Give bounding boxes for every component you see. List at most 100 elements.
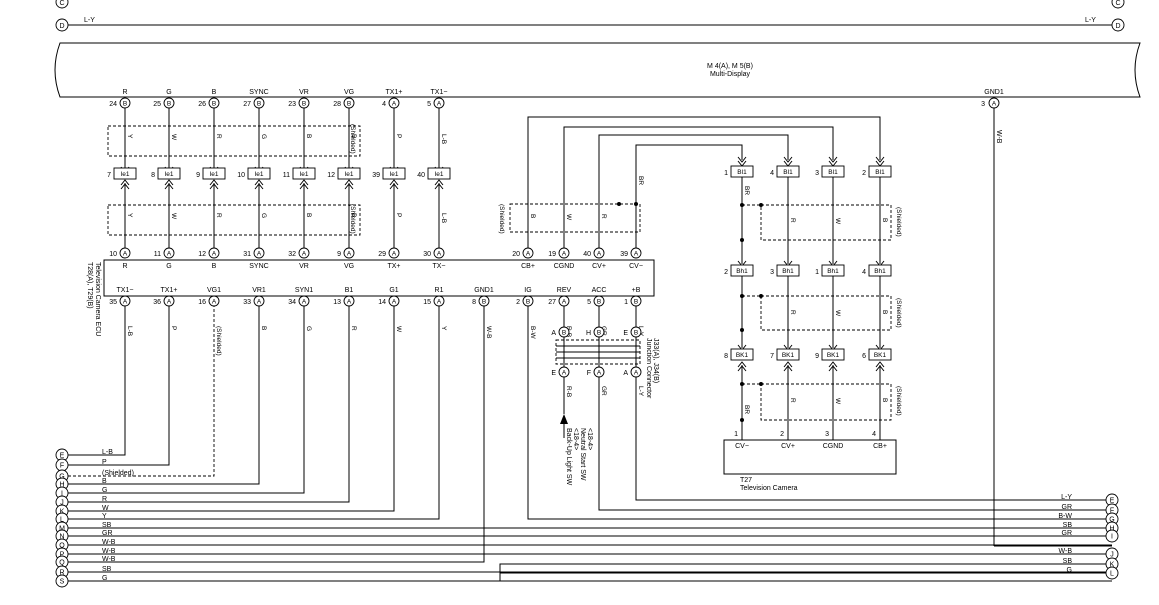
bk-connector-box <box>821 348 845 361</box>
bh-label: Bh1 <box>827 268 839 275</box>
top-connectors: C C D D L-Y L-Y <box>55 0 1125 32</box>
pin-connector-letter: A <box>257 251 262 258</box>
connector-letter: O <box>59 543 65 550</box>
wire-color: B <box>260 326 267 330</box>
pin-connector-letter: A <box>167 251 172 258</box>
ecu-pin-number: 39 <box>620 251 628 258</box>
wire-color: B <box>350 213 357 217</box>
bk-pin-number: 9 <box>815 353 819 360</box>
wire-color: G <box>1067 567 1072 574</box>
wire-color: R <box>600 214 607 219</box>
bl-label: Bl1 <box>783 169 793 176</box>
connector-letter: M <box>59 526 65 533</box>
connector-letter: F <box>1110 508 1114 515</box>
wire-color: W-B <box>102 548 116 555</box>
wire-color: P <box>170 326 177 330</box>
ecu-pin-number: 20 <box>512 251 520 258</box>
arrow-down-icon <box>828 156 838 163</box>
pin-connector-letter: A <box>347 251 352 258</box>
ecu-pin-name: IG <box>524 287 531 294</box>
connector-letter: G <box>1109 517 1114 524</box>
pin-connector-letter: A <box>302 251 307 258</box>
ecu-pin-number: 8 <box>472 299 476 306</box>
junction-connector: J33(A), J34(B) Junction Connector <box>555 338 659 399</box>
bl-pin-number: 1 <box>724 170 728 177</box>
ecu-pin-number: 35 <box>109 299 117 306</box>
pin-connector-letter: A <box>257 299 262 306</box>
ecu-pin-name: SYN1 <box>295 287 313 294</box>
ecu-pin-name: TX1+ <box>161 287 178 294</box>
ecu-pin-name: G1 <box>389 287 398 294</box>
ecu-pin-number: 40 <box>583 251 591 258</box>
ie-connector-box <box>113 167 137 180</box>
connector-letter: R <box>59 570 64 577</box>
arrow-up-icon <box>828 361 838 368</box>
wire-color: R-B <box>565 386 572 397</box>
ecu-pin-number: 14 <box>378 299 386 306</box>
camera-title: T27 <box>740 477 752 484</box>
connector-letter: I <box>1111 534 1113 541</box>
ecu-pin-circle <box>298 247 310 259</box>
ecu-pin-number: 30 <box>423 251 431 258</box>
shielded-label: (Shielded) <box>498 204 505 234</box>
ecu-pin-name: REV <box>557 287 572 294</box>
bk-connector-box <box>776 348 800 361</box>
gnd1-name: GND1 <box>984 89 1004 96</box>
wire-color: P <box>102 459 107 466</box>
connector-letter: F <box>60 463 64 470</box>
wire-color: B <box>881 310 888 314</box>
television-camera: T27 Television Camera <box>723 439 897 492</box>
arrow-up-icon <box>783 361 793 368</box>
shielded-label: (Shielded) <box>895 207 902 237</box>
pin-connector-letter: A <box>212 251 217 258</box>
pin-connector-letter: A <box>392 101 397 108</box>
ecu-pin-number: 12 <box>198 251 206 258</box>
wire-color: BR <box>743 186 750 195</box>
ecu-pin-name: CB+ <box>521 263 535 270</box>
ie-label: Ie1 <box>389 171 398 178</box>
ecu-pin-number: 36 <box>153 299 161 306</box>
wire-color: P <box>395 213 402 217</box>
multi-display-subtitle: Multi-Display <box>710 71 751 78</box>
connector-letter: N <box>59 534 64 541</box>
wire-color: R <box>789 310 796 315</box>
pin-connector-letter: B <box>597 330 601 337</box>
bl-label: Bl1 <box>828 169 838 176</box>
ecu-pin-circle <box>119 247 131 259</box>
wire-color: BR <box>743 405 750 414</box>
ecu-title: T28(A), T29(B) <box>86 262 93 309</box>
ecu-pin-number: 16 <box>198 299 206 306</box>
ie-pin-number: 11 <box>283 172 290 179</box>
pin-connector-letter: A <box>597 370 602 377</box>
gnd1-wire: GND1 3 A W-B <box>981 89 1004 546</box>
display-pin-name: R <box>122 89 127 96</box>
camera-pin-number: 4 <box>872 431 876 438</box>
display-pin-name: VG <box>344 89 354 96</box>
ecu-pin-name: VR <box>299 263 309 270</box>
bottom-left-wire: O W-B <box>55 538 1112 552</box>
pin-connector-letter: B <box>347 101 351 108</box>
arrow-up-icon <box>389 179 399 186</box>
ecu-pin-name: B1 <box>345 287 354 294</box>
wire-color: L-Y <box>84 17 95 24</box>
connector-letter: L <box>1110 571 1114 578</box>
backup-label: <18-4> <box>586 428 593 450</box>
arrow-up-icon <box>299 179 309 186</box>
display-pin-name: G <box>166 89 171 96</box>
